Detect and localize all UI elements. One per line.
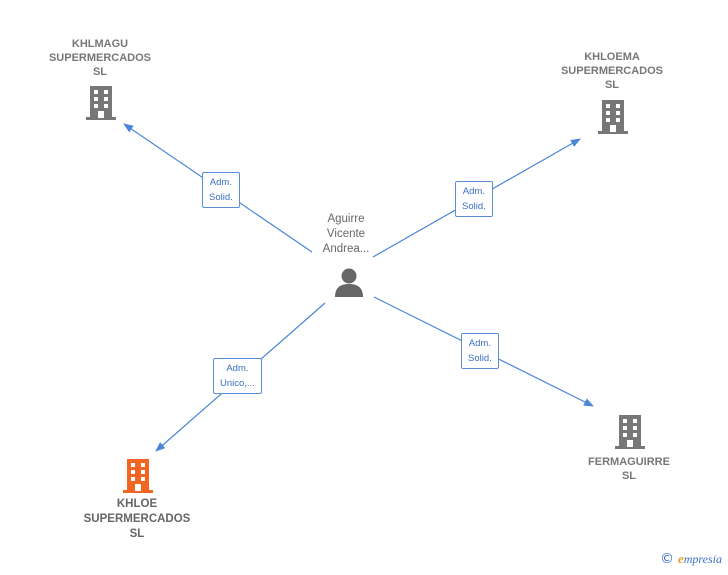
- edge-label-line: Unico,...: [220, 378, 255, 389]
- brand-initial: e: [677, 551, 684, 566]
- node-label-line: SL: [604, 79, 620, 91]
- edge-label-line: Adm.: [226, 363, 249, 374]
- node-label-line: Vicente: [326, 228, 366, 240]
- edge-label-khloe[interactable]: Adm. Unico,...: [213, 358, 262, 394]
- edge-label-khlmagu[interactable]: Adm. Solid.: [202, 172, 240, 208]
- edge-label-khloema[interactable]: Adm. Solid.: [455, 181, 493, 217]
- node-label-line: Andrea...: [322, 243, 370, 255]
- edge-label-line: Adm.: [462, 186, 485, 197]
- brand-rest: mpresia: [683, 552, 722, 566]
- node-label-line: Aguirre: [327, 213, 365, 225]
- edge-label-line: Adm.: [209, 177, 232, 188]
- edge-label-fermaguirre[interactable]: Adm. Solid.: [461, 333, 499, 369]
- edge-label-line: Solid.: [462, 201, 486, 212]
- node-label-line: SL: [92, 66, 108, 78]
- node-label-line: KHLOEMA: [584, 51, 640, 63]
- node-label-person[interactable]: Aguirre Vicente Andrea...: [296, 212, 396, 257]
- brand-name: empresia: [678, 551, 722, 567]
- copyright-icon: ©: [659, 551, 674, 567]
- building-icon[interactable]: [598, 100, 628, 134]
- node-label-fermaguirre[interactable]: FERMAGUIRRE SL: [572, 455, 686, 483]
- building-icon[interactable]: [123, 459, 153, 493]
- node-label-line: SUPERMERCADOS: [83, 513, 191, 525]
- person-icon[interactable]: [333, 267, 365, 297]
- node-label-khloe[interactable]: KHLOE SUPERMERCADOS SL: [70, 497, 204, 542]
- node-label-line: SUPERMERCADOS: [560, 65, 664, 77]
- edge-label-line: Adm.: [468, 338, 491, 349]
- node-label-line: SL: [621, 470, 637, 482]
- node-label-line: SUPERMERCADOS: [48, 52, 152, 64]
- brand-watermark[interactable]: © empresia: [660, 551, 722, 567]
- node-label-line: KHLMAGU: [71, 38, 129, 50]
- building-icon[interactable]: [86, 86, 116, 120]
- node-label-line: SL: [129, 528, 145, 540]
- edge-label-line: Solid.: [468, 353, 492, 364]
- building-icon[interactable]: [615, 415, 645, 449]
- node-label-khlmagu[interactable]: KHLMAGU SUPERMERCADOS SL: [38, 37, 162, 79]
- node-label-khloema[interactable]: KHLOEMA SUPERMERCADOS SL: [550, 50, 674, 92]
- node-label-line: FERMAGUIRRE: [588, 456, 670, 468]
- edge-label-line: Solid.: [209, 192, 233, 203]
- node-label-line: KHLOE: [116, 498, 158, 510]
